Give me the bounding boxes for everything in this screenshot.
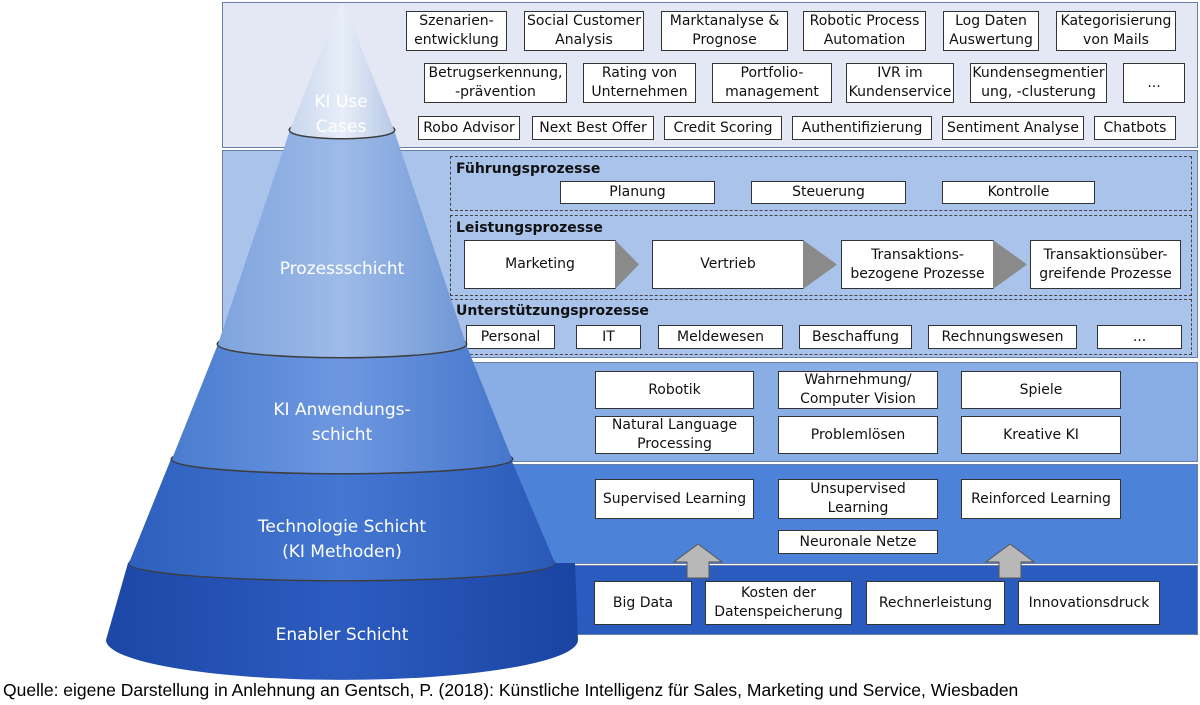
use-case-box: Robotic Process Automation: [803, 11, 926, 51]
up-arrow-icon: [673, 543, 723, 579]
use-case-box: IVR im Kundenservice: [846, 63, 954, 103]
enabler-box: Rechnerleistung: [866, 581, 1005, 625]
leistung-group: [450, 215, 1192, 296]
process-box: Steuerung: [751, 181, 906, 204]
process-box: Transaktions- bezogene Prozesse: [841, 240, 994, 289]
source-caption: Quelle: eigene Darstellung in Anlehnung …: [3, 680, 1019, 700]
use-case-box: Log Daten Auswertung: [943, 11, 1039, 51]
process-box: Planung: [560, 181, 715, 204]
process-box: Beschaffung: [799, 325, 912, 349]
cone-label-prozessschicht: Prozessschicht: [279, 259, 405, 279]
use-case-box: Robo Advisor: [418, 116, 520, 140]
chevron-arrow-icon: [803, 240, 837, 289]
use-case-box: Authentifizierung: [792, 116, 932, 140]
process-box: Personal: [466, 325, 555, 349]
process-box: Kontrolle: [942, 181, 1095, 204]
use-case-box: Rating von Unternehmen: [583, 63, 696, 103]
pyramid-cone: [106, 4, 578, 680]
technologie-box: Reinforced Learning: [961, 479, 1121, 519]
anwendung-box: Kreative KI: [961, 416, 1121, 454]
chevron-arrow-icon: [993, 240, 1027, 289]
process-box: Transaktionsüber- greifende Prozesse: [1030, 240, 1181, 289]
use-case-box: Credit Scoring: [664, 116, 782, 140]
cone-label-enabler: Enabler Schicht: [275, 625, 409, 645]
enabler-box: Innovationsdruck: [1018, 581, 1160, 625]
cone-label-anwendungsschicht: KI Anwendungs- schicht: [273, 400, 411, 445]
use-case-box: Marktanalyse & Prognose: [661, 11, 788, 51]
unterstuetzung-title: Unterstützungsprozesse: [456, 303, 649, 319]
use-case-box: Szenarien- entwicklung: [406, 11, 507, 51]
cone-label-technologie: Technologie Schicht (KI Methoden): [257, 517, 427, 562]
anwendung-box: Wahrnehmung/ Computer Vision: [778, 371, 938, 409]
use-case-box: Sentiment Analyse: [942, 116, 1084, 140]
technologie-box: Supervised Learning: [595, 479, 754, 519]
process-box: ...: [1097, 325, 1182, 349]
use-case-box: Social Customer Analysis: [524, 11, 644, 51]
process-box: IT: [576, 325, 641, 349]
use-case-box: Kategorisierung von Mails: [1056, 11, 1176, 51]
anwendung-box: Spiele: [961, 371, 1121, 409]
use-case-box: ...: [1123, 63, 1185, 103]
use-case-box: Next Best Offer: [532, 116, 654, 140]
technologie-box: Unsupervised Learning: [778, 479, 938, 519]
fuehrung-title: Führungsprozesse: [456, 161, 601, 177]
anwendung-box: Robotik: [595, 371, 754, 409]
cone-label-use-cases: KI Use Cases: [314, 92, 368, 137]
chevron-arrow-icon: [615, 240, 639, 289]
anwendung-box: Problemlösen: [778, 416, 938, 454]
process-box: Meldewesen: [658, 325, 783, 349]
up-arrow-icon: [985, 543, 1035, 579]
use-case-box: Betrugserkennung, -prävention: [424, 63, 567, 103]
use-case-box: Kundensegmentier ung, -clusterung: [970, 63, 1107, 103]
process-box: Vertrieb: [652, 240, 804, 289]
use-case-box: Chatbots: [1094, 116, 1176, 140]
process-box: Marketing: [464, 240, 616, 289]
use-case-box: Portfolio- management: [712, 63, 832, 103]
process-box: Rechnungswesen: [928, 325, 1077, 349]
fuehrung-group: [450, 156, 1192, 211]
enabler-box: Big Data: [594, 581, 692, 625]
leistung-title: Leistungsprozesse: [456, 220, 603, 236]
technologie-box: Neuronale Netze: [778, 530, 938, 554]
enabler-box: Kosten der Datenspeicherung: [705, 581, 852, 625]
anwendung-box: Natural Language Processing: [595, 416, 754, 454]
